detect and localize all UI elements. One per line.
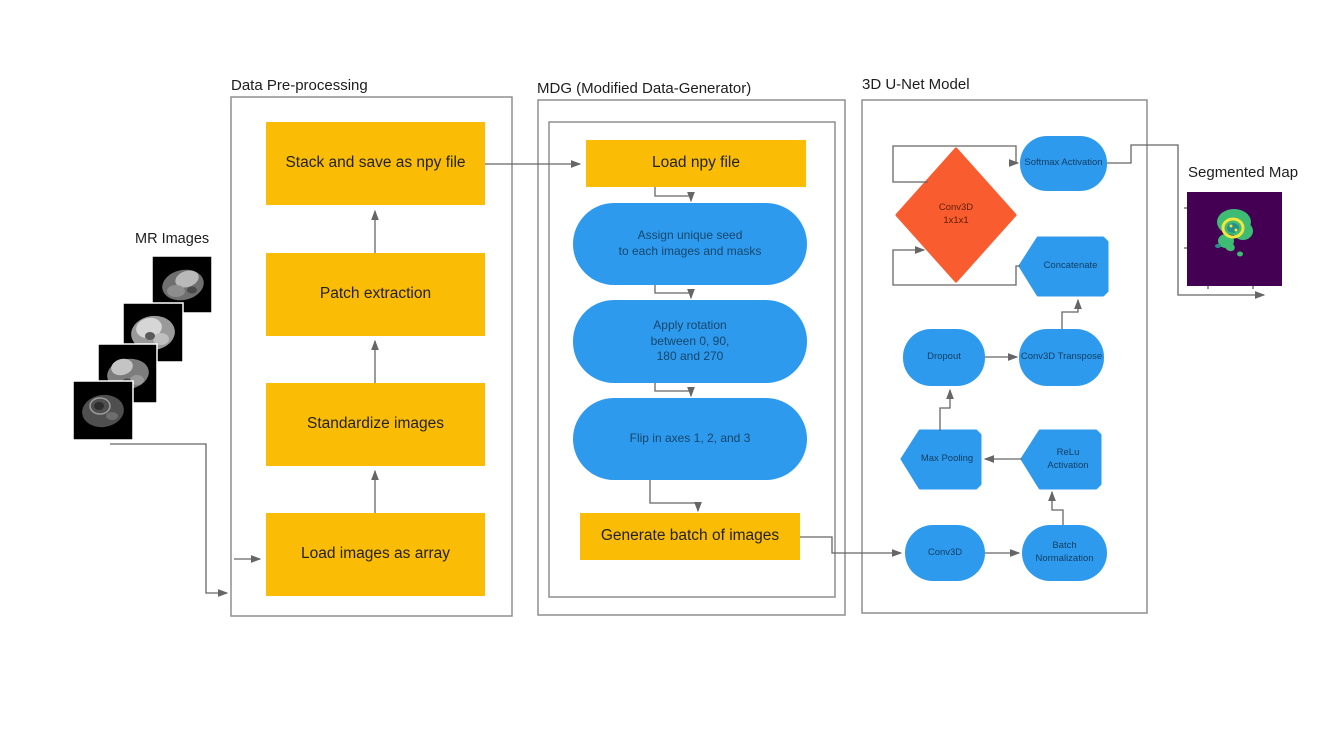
connector-transpose-to-concatenate bbox=[1061, 298, 1082, 329]
conv3d-pill bbox=[905, 525, 985, 581]
preprocessing-title: Data Pre-processing bbox=[231, 77, 368, 94]
connector-loadnpy-to-assign bbox=[654, 187, 695, 203]
patch-extraction-box bbox=[266, 253, 485, 336]
connector-rotate-to-flip bbox=[654, 383, 695, 398]
mr-image-stack bbox=[72, 255, 213, 441]
conv3d-transpose-pill bbox=[1019, 329, 1104, 386]
mdg-title: MDG (Modified Data-Generator) bbox=[537, 80, 752, 97]
standardize-images-box bbox=[266, 383, 485, 466]
unet-section-frame bbox=[861, 99, 1148, 614]
dropout-pill bbox=[903, 329, 985, 386]
connector-assign-to-rotate bbox=[654, 285, 695, 300]
mr-images-label: MR Images bbox=[135, 231, 210, 247]
mdg-pills bbox=[573, 203, 807, 480]
generate-batch-box bbox=[580, 513, 800, 560]
concatenate-pentagon bbox=[1018, 236, 1109, 297]
connectors bbox=[110, 144, 1266, 597]
conv3d-1x1x1-diamond bbox=[895, 147, 1017, 283]
segmented-map-image bbox=[1184, 192, 1282, 289]
mdg-section-outer-frame bbox=[537, 99, 846, 616]
mdg-section-inner-frame bbox=[548, 121, 836, 598]
softmax-activation-pill bbox=[1020, 136, 1107, 191]
load-images-array-box bbox=[266, 513, 485, 596]
preprocessing-section-frame bbox=[230, 96, 513, 617]
assign-seed-pill bbox=[573, 203, 807, 285]
batch-normalization-pill bbox=[1022, 525, 1107, 581]
relu-activation-pentagon bbox=[1020, 429, 1102, 490]
connector-concatenate-to-conv1x1 bbox=[892, 246, 1020, 286]
connector-softmax-to-output bbox=[1107, 144, 1266, 299]
mr-slice-4 bbox=[72, 380, 134, 441]
load-npy-file-box bbox=[586, 140, 806, 187]
connector-conv1x1-to-softmax bbox=[892, 145, 1020, 183]
connector-maxpool-to-dropout bbox=[939, 388, 954, 431]
max-pooling-pentagon bbox=[900, 429, 982, 490]
connector-generate-to-conv3d bbox=[800, 536, 903, 557]
unet-shapes bbox=[895, 136, 1109, 581]
connector-flip-to-generate bbox=[649, 480, 702, 513]
stack-save-npy-box bbox=[266, 122, 485, 205]
segmented-map-label: Segmented Map bbox=[1188, 164, 1299, 181]
connector-mr-to-preprocessing bbox=[110, 443, 229, 597]
unet-title: 3D U-Net Model bbox=[862, 76, 970, 93]
flip-axes-pill bbox=[573, 398, 807, 480]
process-boxes bbox=[266, 122, 806, 596]
apply-rotation-pill bbox=[573, 300, 807, 383]
connector-batchnorm-to-relu bbox=[1048, 490, 1064, 525]
